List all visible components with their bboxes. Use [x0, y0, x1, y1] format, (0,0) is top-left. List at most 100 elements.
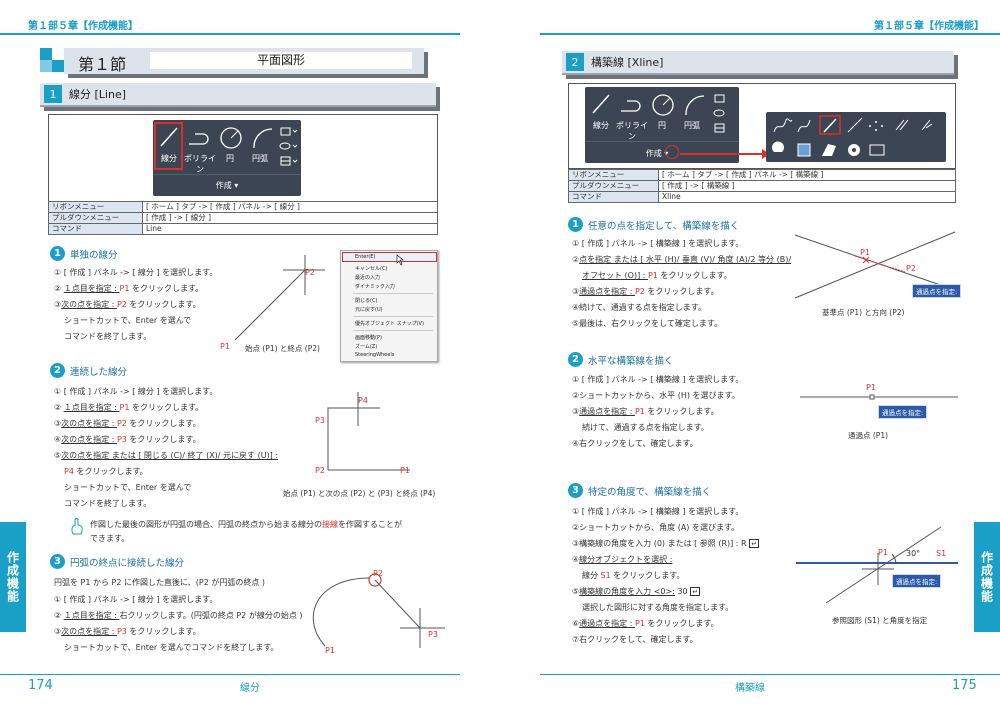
note-text: できます。 [90, 534, 130, 543]
menu-item-close[interactable]: 閉じる(C) [355, 298, 378, 304]
step-text: ③次の点を指定 : P2 をクリックします。 [54, 419, 201, 428]
step-text: ④線分オブジェクトを選択 : [572, 555, 673, 564]
step-text: ②ショートカットから、水平 (H) を選びます。 [572, 391, 740, 400]
chapter-header-right: 第１部５章【作成機能】 [874, 21, 984, 32]
arc-button[interactable]: 円弧 [684, 121, 700, 130]
fig-tangent-line [312, 573, 445, 648]
mouse-cursor-icon [396, 254, 404, 266]
step-text: ③次の点を指定 : P3 をクリックします。 [54, 627, 201, 636]
tooltip-pass-point: 通過点を指定: [892, 574, 942, 588]
figure-caption: 基準点 (P1) と方向 (P2) [822, 308, 905, 317]
figure-caption: 始点 (P1) と終点 (P2) [245, 344, 320, 353]
enter-menu-highlight [342, 252, 437, 262]
context-menu: Enter(E) キャンセル(C) 最近の入力 ダイナミック入力 閉じる(C) … [340, 250, 438, 362]
menu-item-undo[interactable]: 元に戻す(U) [355, 307, 383, 313]
menu-item-osnap[interactable]: 優先オブジェクト スナップ(V) [355, 321, 424, 327]
page-number-right: 175 [952, 678, 977, 693]
label-angle: 30° [906, 549, 921, 558]
create-panel-label[interactable]: 作成 ▾ [215, 181, 239, 190]
menu-separator [353, 316, 433, 317]
step-text: ① [ 作成 ] パネル -> [ 線分 ] を選択します。 [54, 387, 218, 396]
step-text: オフセット (O)] : P1 をクリックします。 [582, 271, 732, 280]
menu-item-recent[interactable]: 最近の入力 [355, 275, 381, 281]
subsection-line: 1 線分 [Line] [40, 83, 436, 107]
step-text: ③通過点を指定 : P1 をクリックします。 [572, 407, 719, 416]
step-text: ショートカットで、Enter を選んでコマンドを終了します。 [64, 643, 279, 652]
step-text: ⑥通過点を指定 : P1 をクリックします。 [572, 619, 719, 628]
polyline-icon [621, 100, 641, 112]
step-text: ④次の点を指定 : P3 をクリックします。 [54, 435, 201, 444]
line-tool-icon [592, 94, 610, 114]
fig-single-line [234, 255, 325, 341]
step-text: P4 をクリックします。 [64, 467, 148, 476]
footer-label-left: 線分 [240, 683, 260, 694]
subsection-title: 線分 [Line] [69, 88, 127, 101]
enter-key-icon: ↵ [690, 587, 701, 596]
subsection-title: 構築線 [Xline] [591, 56, 664, 69]
command-table: リボンメニュー[ ホーム ] タブ -> [ 作成 ] パネル -> [ 線分 … [48, 201, 438, 235]
note-text: 作図した最後の図形が円弧の場合、円弧の終点から始まる線分の接線を作図することが [90, 520, 402, 529]
step-text: ショートカットで、Enter を選んで [64, 483, 192, 492]
label-p2: P2 [906, 264, 916, 273]
side-tab-right: 作成機能 [974, 522, 1000, 632]
menu-item-zoom[interactable]: ズーム(Z) [355, 344, 378, 350]
menu-item-pan[interactable]: 画面移動(P) [355, 335, 382, 341]
step-text: ②ショートカットから、角度 (A) を選びます。 [572, 523, 740, 532]
expanded-tool-icons [772, 115, 933, 157]
menu-separator [353, 330, 433, 331]
menu-item-steeringwheels[interactable]: SteeringWheels [355, 352, 395, 358]
polyline-icon [189, 133, 209, 145]
table-row: プルダウンメニュー[ 作成 ] -> [ 線分 ] [48, 212, 438, 224]
step-text: 選択した図形に対する角度を指定します。 [582, 603, 734, 612]
circle-button[interactable]: 円 [658, 121, 666, 130]
fig-arbitrary-xline [794, 231, 956, 299]
menu-item-enter[interactable]: Enter(E) [355, 254, 376, 260]
line-tool-button[interactable]: 線分 [161, 154, 177, 163]
label-p1: P1 [860, 248, 870, 257]
arc-icon [253, 128, 273, 149]
table-row: リボンメニュー[ ホーム ] タブ -> [ 作成 ] パネル -> [ 構築線… [568, 169, 956, 181]
ribbon-panel: 線分 ポリライン 円 円弧 作成 ▾ [585, 87, 739, 163]
figure-caption: 始点 (P1) と次の点 (P2) と (P3) と終点 (P4) [283, 489, 436, 498]
fig-continuous-line [327, 392, 410, 471]
label-p4: P4 [358, 396, 368, 405]
step-text: コマンドを終了します。 [64, 499, 152, 508]
polyline-button[interactable]: ポリライン [616, 121, 648, 141]
section-deco-square [52, 60, 64, 72]
step-text: ① [ 作成 ] パネル -> [ 線分 ] を選択します。 [54, 595, 218, 604]
table-row: リボンメニュー[ ホーム ] タブ -> [ 作成 ] パネル -> [ 線分 … [48, 201, 438, 213]
hint-hand-icon [71, 518, 83, 535]
ribbon-divider [153, 174, 301, 175]
menu-item-cancel[interactable]: キャンセル(C) [355, 266, 388, 272]
ribbon-panel: 線分 ポリライン 円 円弧 作成 ▾ [153, 120, 301, 196]
side-tab-left: 作成機能 [0, 522, 26, 632]
ribbon-divider [585, 141, 739, 142]
step-text: 続けて、通過する点を指定します。 [582, 423, 709, 432]
expanded-tools-panel [766, 112, 946, 162]
tooltip-pass-point: 通過点を指定: [912, 284, 962, 298]
label-p1: P1 [878, 548, 888, 557]
step-text: ① [ 作成 ] パネル -> [ 構築線 ] を選択します。 [572, 507, 744, 516]
callout-arrow-line [680, 153, 766, 155]
subsection-xline: 2 構築線 [Xline] [562, 51, 954, 75]
create-panel-dropdown[interactable]: 作成 ▾ [645, 149, 669, 158]
section-title: 平面図形 [150, 52, 412, 69]
arc-button[interactable]: 円弧 [252, 154, 268, 163]
enter-key-icon: ↵ [749, 539, 760, 548]
step-text: 線分 S1 をクリックします。 [582, 571, 685, 580]
step-text: ⑤最後は、右クリックをして確定します。 [572, 319, 723, 328]
polyline-button[interactable]: ポリライン [184, 154, 216, 174]
menu-item-dynamic[interactable]: ダイナミック入力 [355, 284, 395, 290]
step-text: ② １点目を指定 : 右クリックします。(円弧の終点 P2 が線分の始点 ) [54, 611, 303, 620]
tooltip-pass-point: 通過点を指定: [878, 405, 928, 419]
line-button-highlight [154, 122, 183, 170]
label-s1: S1 [936, 549, 947, 558]
label-p2: P2 [315, 466, 325, 475]
circle-button[interactable]: 円 [226, 154, 234, 163]
dropdown-highlight-circle [665, 145, 679, 159]
label-p1: P1 [400, 466, 410, 475]
line-tool-button[interactable]: 線分 [593, 121, 609, 130]
